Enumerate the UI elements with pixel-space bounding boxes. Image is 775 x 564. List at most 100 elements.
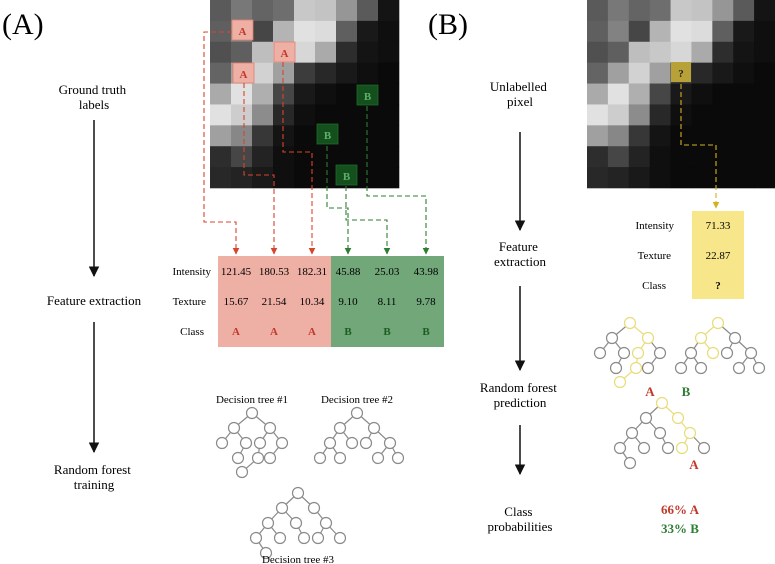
tree-node [683,426,697,440]
tree-node [694,331,708,345]
grid-pixel [357,167,379,189]
tree-node [367,421,381,435]
cell-intensity: 182.31 [297,266,327,278]
tree-node [641,361,655,375]
tree-node [249,531,263,545]
grid-pixel [733,41,755,63]
grid-pixel [378,146,400,168]
tree-node [333,421,347,435]
grid-pixel [315,83,337,105]
tree-node [752,361,766,375]
step-feature-extraction-b: Feature extraction [494,239,546,269]
vote-tree-1: A [645,384,655,399]
grid-pixel [315,167,337,189]
grid-pixel [649,41,671,63]
grid-pixel [294,41,316,63]
grid-pixel [691,0,713,22]
grid-pixel [378,167,400,189]
tree-node [694,361,708,375]
grid-pixel [754,41,775,63]
tree-node [613,441,627,455]
tree-node [631,346,645,360]
tree-node [251,451,265,465]
grid-pixel [231,146,253,168]
grid-pixel [231,0,253,22]
grid-pixel [691,104,713,126]
pixel-class-b [316,123,339,145]
pixel-class-a [231,19,254,41]
step-line: extraction [494,254,546,269]
grid-pixel [378,83,400,105]
grid-pixel [294,0,316,22]
query-value-texture: 22.87 [706,250,731,262]
grid-pixel [607,0,630,22]
grid-pixel [691,83,713,105]
grid-pixel [357,20,379,43]
route-b2 [345,186,391,255]
grid-pixel [336,62,358,84]
grid-pixel [210,125,232,147]
grid-pixel [649,62,671,84]
grid-pixel [336,146,358,168]
grid-pixel [628,62,650,84]
tree-node [661,441,675,455]
tree-node [732,361,746,375]
grid-pixel [733,20,755,43]
cell-texture: 9.10 [338,296,358,308]
grid-pixel [754,0,775,22]
grid-pixel [712,83,734,105]
grid-pixel [378,104,400,126]
tree-node [706,346,720,360]
grid-pixel [670,104,692,126]
tree-node [383,436,397,450]
tree-node [319,516,333,530]
panel-a-label: (A) [2,8,44,41]
grid-pixel [712,0,734,22]
route-a3 [282,62,316,255]
grid-pixel [628,0,650,22]
grid-pixel [273,146,295,168]
grid-pixel [587,62,609,84]
query-label-texture: Texture [638,250,672,262]
grid-pixel [210,146,232,168]
grid-pixel [231,104,253,126]
grid-pixel [691,41,713,63]
tree-node [623,456,637,470]
grid-pixel [754,146,775,168]
tree-node [684,346,698,360]
route-a2 [243,83,278,255]
grid-pixel [691,20,713,43]
tree-node [215,436,229,450]
grid-pixel [670,20,692,43]
grid-pixel [210,41,232,63]
tree-node [289,516,303,530]
tree-node [253,436,267,450]
tree-label-1: Decision tree #1 [216,394,288,406]
grid-pixel [587,83,609,105]
grid-pixel [691,62,713,84]
grid-pixel [649,83,671,105]
cell-intensity: 25.03 [375,266,400,278]
grid-pixel [294,167,316,189]
tree-node [231,451,245,465]
tree-node [311,531,325,545]
cell-texture: 9.78 [416,296,436,308]
grid-pixel [357,146,379,168]
grid-pixel [649,125,671,147]
grid-pixel [754,20,775,43]
step-feature-extraction: Feature extraction [47,293,142,308]
grid-pixel [607,83,630,105]
grid-pixel [587,20,609,43]
grid-pixel [315,41,337,63]
step-line: probabilities [488,519,553,534]
pixel-label-b: B [324,130,332,142]
grid-pixel [649,146,671,168]
grid-pixel [691,146,713,168]
grid-pixel [649,20,671,43]
grid-pixel [712,62,734,84]
tree-node [345,436,359,450]
tree-node [239,436,253,450]
step-random-forest-training: Random forest training [54,462,134,492]
grid-pixel [649,167,671,189]
cell-class: A [308,326,316,338]
